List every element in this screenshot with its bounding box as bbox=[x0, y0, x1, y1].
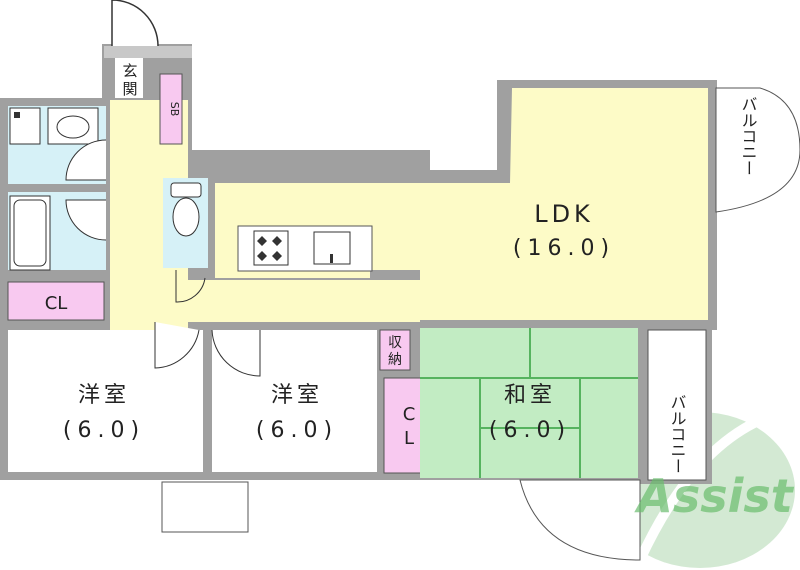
western1-size: (6.0) bbox=[63, 418, 145, 443]
sink-icon bbox=[313, 231, 351, 265]
balcony-top-label: バルコニー bbox=[739, 96, 758, 176]
closet-bath bbox=[7, 281, 105, 321]
ldk-size: (16.0) bbox=[513, 236, 615, 261]
hallway-lower bbox=[110, 280, 420, 322]
stove-icon bbox=[253, 230, 289, 266]
bathtub-icon bbox=[9, 195, 51, 271]
western2-size: (6.0) bbox=[256, 418, 338, 443]
front-door-icon bbox=[111, 0, 159, 47]
entrance-shade bbox=[104, 46, 192, 58]
balcony-small bbox=[161, 481, 249, 533]
balcony-bottom bbox=[519, 479, 641, 561]
closet-room-label-1: C bbox=[403, 404, 416, 425]
assist-logo-text: Assist bbox=[634, 469, 795, 523]
storage bbox=[379, 329, 411, 371]
closet-room-label-2: L bbox=[404, 428, 414, 449]
storage-label-1: 収 bbox=[388, 335, 402, 351]
entrance bbox=[115, 58, 143, 98]
washing-machine-icon bbox=[9, 107, 41, 145]
washroom-door-icon bbox=[65, 139, 107, 181]
western2-door-icon bbox=[211, 329, 261, 377]
toilet-door-icon bbox=[175, 270, 206, 303]
balcony-right-label: バルコニー bbox=[668, 394, 687, 474]
balcony-right bbox=[647, 329, 707, 481]
japanese-room-floor bbox=[420, 328, 638, 478]
toilet-icon bbox=[170, 182, 202, 237]
western1-label: 洋室 bbox=[78, 383, 130, 408]
shoebox bbox=[159, 73, 183, 145]
bathroom-door-icon bbox=[65, 199, 107, 241]
japanese-size: (6.0) bbox=[489, 418, 571, 443]
ldk-label: LDK bbox=[534, 200, 594, 228]
storage-label-2: 納 bbox=[388, 352, 402, 368]
entrance-label-1: 玄 bbox=[122, 62, 137, 80]
western1-door-icon bbox=[154, 322, 200, 369]
balcony-top bbox=[715, 87, 800, 213]
basin-icon bbox=[47, 107, 99, 145]
japanese-label: 和室 bbox=[504, 383, 556, 408]
shoebox-label: SB bbox=[168, 102, 181, 117]
closet-bath-label: CL bbox=[45, 293, 68, 314]
entrance-label-2: 関 bbox=[122, 80, 137, 98]
western2-label: 洋室 bbox=[271, 383, 323, 408]
